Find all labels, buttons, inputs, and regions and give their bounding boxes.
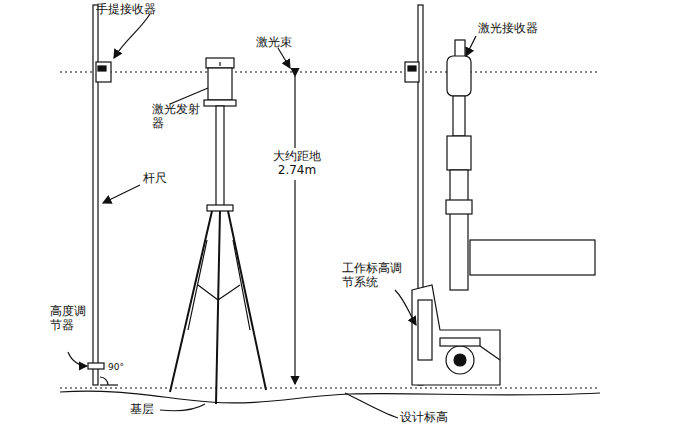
leader-line — [68, 352, 87, 366]
callout-label: 手提接收器 — [96, 3, 176, 17]
callout-label: 激光束 — [256, 36, 306, 50]
design-elevation-line — [60, 387, 600, 388]
ground — [60, 391, 600, 403]
leader-line — [114, 14, 150, 58]
leader-line — [160, 404, 205, 411]
angle-label: 90° — [108, 362, 138, 372]
callout-label: 基层 — [130, 403, 160, 417]
machine-arm — [470, 240, 595, 275]
callout-label: 激光接收器 — [478, 22, 558, 36]
laser-transmitter — [206, 58, 234, 68]
callout-label: 设计标高 — [400, 411, 460, 425]
leader-line — [466, 36, 476, 56]
callout-label: 杆尺 — [143, 172, 183, 186]
leader-line — [103, 185, 140, 203]
height-adjuster — [88, 363, 104, 369]
hand-receiver — [96, 62, 111, 82]
callout-label: 工作标高调节系统 — [342, 262, 408, 290]
laser-receiver — [447, 56, 471, 96]
laser-beam-line — [60, 71, 600, 72]
machine-base — [412, 285, 500, 385]
leader-line — [345, 393, 398, 418]
callout-label: 激光发射器 — [152, 103, 208, 131]
callout-label: 高度调节器 — [50, 305, 92, 333]
leader-line — [170, 88, 208, 104]
dimension-line — [294, 76, 295, 384]
dimension-label: 大约距地 2.74m — [272, 148, 322, 180]
leader-line — [395, 290, 416, 325]
leader-line — [278, 48, 290, 68]
elevation-control — [418, 300, 432, 360]
